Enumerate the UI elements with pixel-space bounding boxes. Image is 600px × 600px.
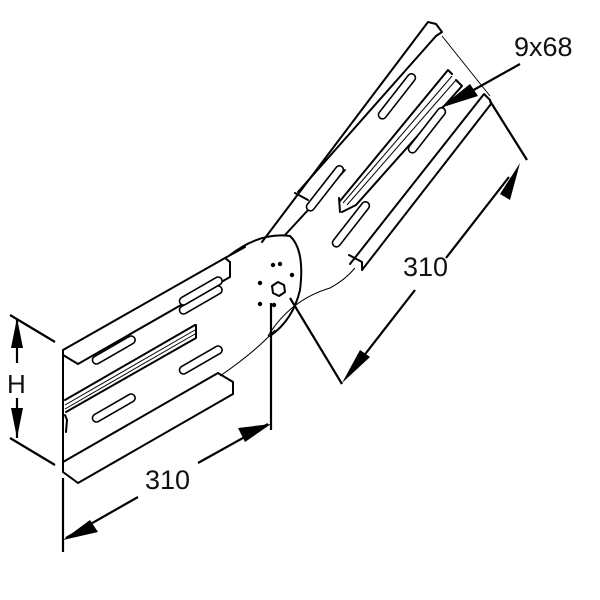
height-dimension xyxy=(9,314,56,466)
bolt-hole xyxy=(257,301,263,307)
bolt-hole xyxy=(289,272,295,278)
bolt-hole xyxy=(257,280,263,286)
bolt-hole xyxy=(271,302,277,308)
bolt-hole xyxy=(277,261,283,267)
right-length-dimension xyxy=(289,100,528,385)
right-length-label: 310 xyxy=(403,252,449,282)
height-label: H xyxy=(7,369,26,399)
slot-size-label: 9x68 xyxy=(514,32,573,62)
bottom-length-dimension xyxy=(61,303,273,552)
bolt-hole xyxy=(270,262,276,268)
bottom-length-label: 310 xyxy=(145,465,191,495)
pivot-bolt-hex xyxy=(271,281,286,297)
pivot-plate xyxy=(229,234,356,337)
lower-arm xyxy=(62,246,276,484)
upper-arm xyxy=(261,21,492,271)
slot-dimension-leader xyxy=(440,63,521,108)
